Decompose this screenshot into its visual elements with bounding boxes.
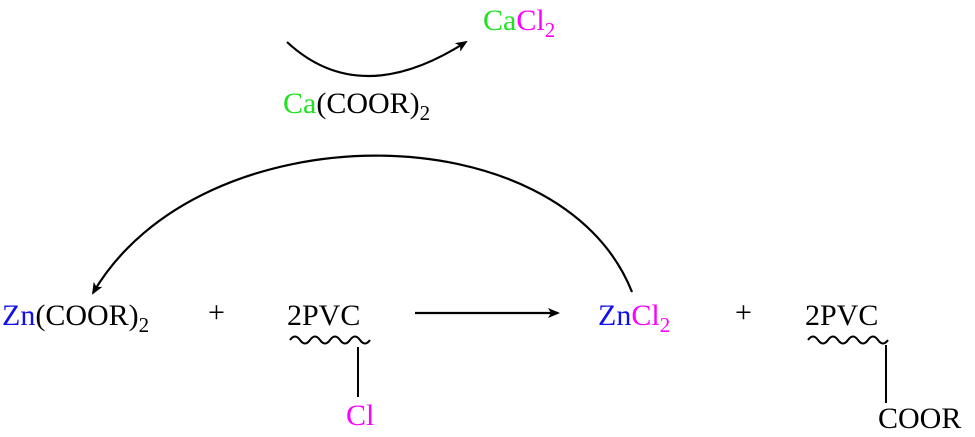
zinc-chloride-label: ZnCl2 — [598, 299, 670, 337]
calcium-chloride-label: CaCl2 — [483, 4, 555, 42]
chlorine-substituent: Cl — [346, 399, 374, 432]
plus-sign: + — [208, 296, 225, 329]
calcium-exchange-arrow — [286, 40, 468, 77]
carboxylate-substituent: COOR — [878, 402, 961, 435]
polymer-chain-wavy-bond — [289, 335, 371, 345]
polymer-chain-wavy-bond-product — [807, 335, 889, 345]
regeneration-arrow — [91, 154, 634, 295]
calcium-carboxylate-label: Ca(COOR)2 — [283, 87, 430, 125]
pvc-label: 2PVC — [287, 299, 360, 332]
zinc-carboxylate-label: Zn(COOR)2 — [2, 299, 149, 337]
plus-sign-products: + — [735, 296, 752, 329]
pvc-product-label: 2PVC — [805, 299, 878, 332]
